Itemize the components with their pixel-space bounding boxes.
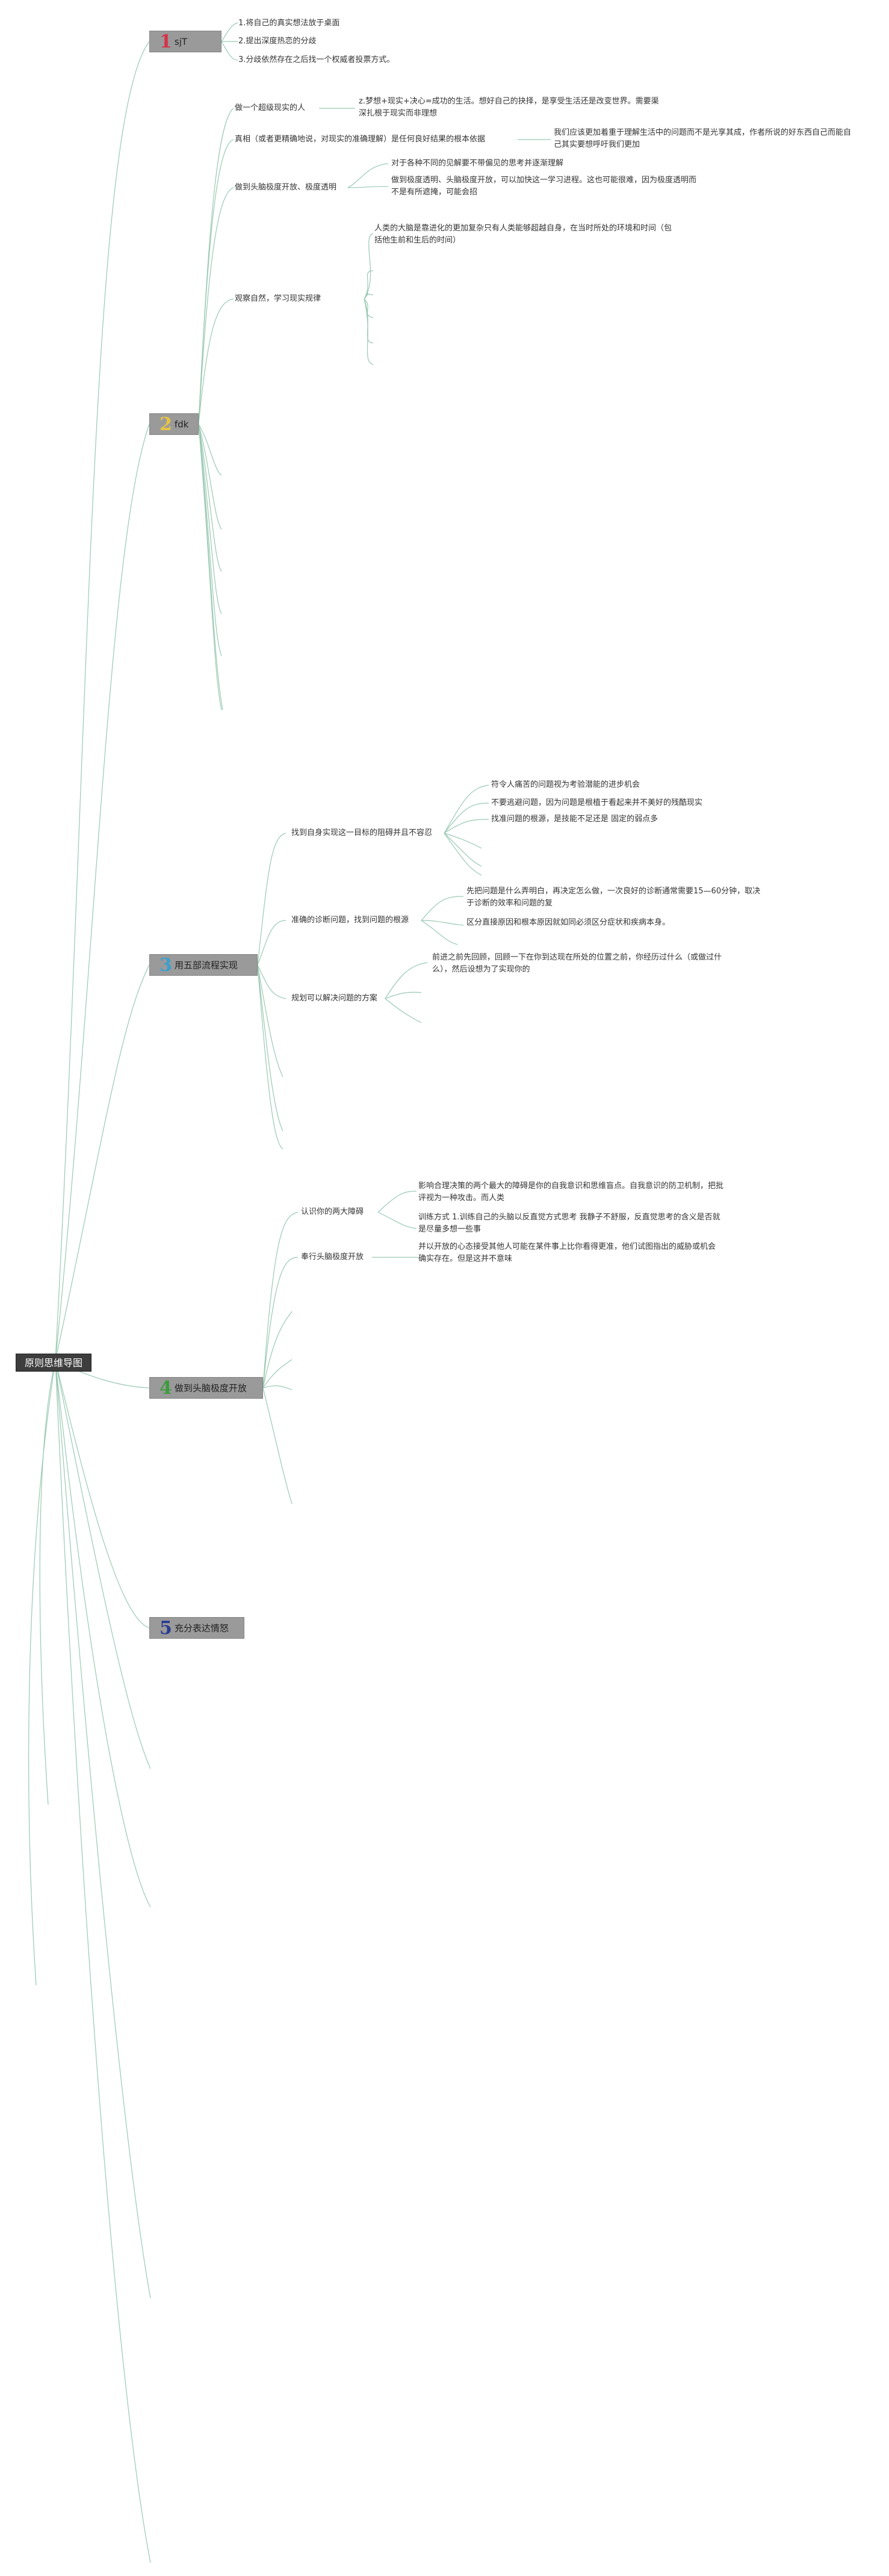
topic3-item-plan-note[interactable]: 前进之前先回顾，回顾一下在你到达现在所处的位置之前，你经历过什么（或做过什么），… (432, 953, 722, 974)
topic2-item-truth-note[interactable]: 我们应该更加着重于理解生活中的问题而不是光享其成，作者所说的好东西自己而能自己其… (554, 128, 852, 149)
topic-1-number: 1 (160, 31, 172, 52)
topic4-item-barrier-note-1[interactable]: 影响合理决策的两个最大的障碍是你的自我意识和思维盲点。自我意识的防卫机制，把批评… (418, 1182, 724, 1203)
topic4-item-practice[interactable]: 奉行头脑极度开放 (301, 1253, 364, 1262)
topic3-item-diag-note-1[interactable]: 先把问题是什么弄明白，再决定怎么做，一次良好的诊断通常需要15—60分钟，取决于… (466, 887, 761, 908)
root-node[interactable]: 原则思维导图 (16, 1354, 91, 1372)
topic1-item-2[interactable]: 2.提出深度热恋的分歧 (238, 37, 317, 46)
topic3-item-goal-note-3[interactable]: 找准问题的根源，是技能不足还是 固定的弱点多 (491, 815, 658, 824)
topic2-item-nature-note[interactable]: 人类的大脑是靠进化的更加复杂只有人类能够超越自身，在当时所处的环境和时间（包括他… (374, 224, 672, 245)
topic1-item-3[interactable]: 3.分歧依然存在之后找一个权威者投票方式。 (238, 55, 395, 64)
topic-4-number: 4 (160, 1377, 172, 1399)
topic4-item-practice-note[interactable]: 并以开放的心态接受其他人可能在某件事上比你看得更准，他们试图指出的威胁或机会确实… (418, 1242, 716, 1263)
topic3-item-goal-note-2[interactable]: 不要逃避问题，因为问题是根植于看起来并不美好的残酷现实 (491, 798, 703, 807)
topic2-item-truth[interactable]: 真相（或者更精确地说，对现实的准确理解）是任何良好结果的根本依据 (235, 135, 486, 144)
topic2-item-open-note-1[interactable]: 对于各种不同的见解要不带偏见的思考并逐渐理解 (391, 159, 564, 168)
topic-4-label: 做到头脑极度开放 (174, 1382, 247, 1394)
topic4-item-barrier-note-2[interactable]: 训练方式 1.训练自己的头脑以反直觉方式思考 我静子不舒服，反直觉思考的含义是否… (418, 1213, 720, 1234)
topic-1-label: sjT (174, 36, 188, 48)
root-title: 原则思维导图 (24, 1357, 82, 1369)
topic-2-number: 2 (160, 413, 172, 435)
topic-3-label: 用五部流程实现 (174, 960, 238, 971)
topic3-item-diag[interactable]: 准确的诊断问题，找到问题的根源 (291, 916, 409, 925)
topic4-item-barrier[interactable]: 认识你的两大障碍 (301, 1207, 364, 1216)
topic2-item-realist-note[interactable]: z.梦想+现实+决心=成功的生活。想好自己的抉择，是享受生活还是改变世界。需要渠… (359, 97, 659, 118)
topic-5-number: 5 (160, 1617, 172, 1639)
topic3-item-diag-note-2[interactable]: 区分直接原因和根本原因就如同必须区分症状和疾病本身。 (466, 918, 671, 927)
topic1-item-1[interactable]: 1.将自己的真实想法放于桌面 (238, 19, 340, 28)
topic-2-label: fdk (174, 419, 189, 430)
topic2-item-open[interactable]: 做到头脑极度开放、极度透明 (235, 183, 337, 192)
topic3-item-goal-note-1[interactable]: 符令人痛苦的问题视为考验潜能的进步机会 (491, 780, 640, 789)
topic-5-label: 充分表达情怒 (174, 1622, 229, 1634)
topic2-item-realist[interactable]: 做一个超级现实的人 (235, 103, 306, 112)
topic3-item-plan[interactable]: 规划可以解决问题的方案 (291, 994, 378, 1003)
topic-3-number: 3 (160, 954, 172, 976)
topic2-item-open-note-2[interactable]: 做到极度透明、头脑极度开放，可以加快这一学习进程。这也可能很难，因为极度透明而不… (391, 176, 697, 197)
topic2-item-nature[interactable]: 观察自然，学习现实规律 (235, 294, 321, 303)
topic3-item-goal[interactable]: 找到自身实现这一目标的阻碍并且不容忍 (291, 828, 433, 837)
